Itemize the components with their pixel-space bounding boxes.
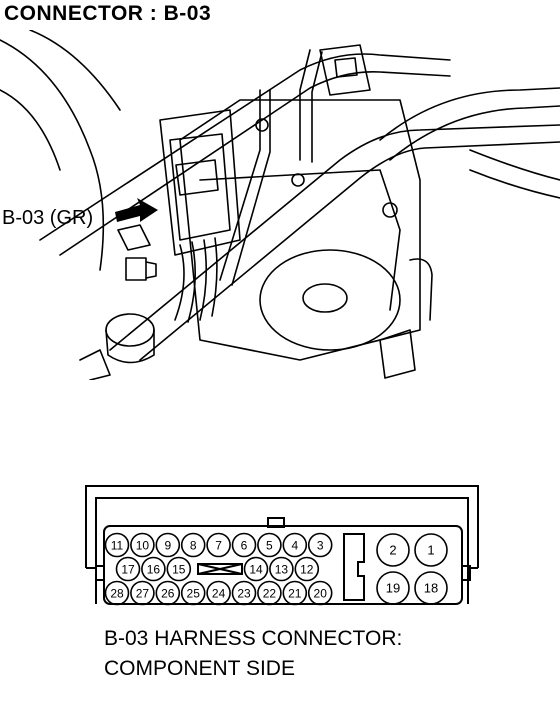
pin-label: 9 xyxy=(164,539,171,553)
pin-label: 3 xyxy=(317,539,324,553)
pin-18: 18 xyxy=(414,571,448,605)
pin-label: 14 xyxy=(249,563,263,577)
pin-4: 4 xyxy=(282,532,308,558)
pin-8: 8 xyxy=(180,532,206,558)
pin-label: 11 xyxy=(111,539,124,553)
pin-label: 21 xyxy=(288,587,302,601)
pin-label: 20 xyxy=(314,587,328,601)
pin-1: 1 xyxy=(414,533,448,567)
pin-label: 24 xyxy=(212,587,226,601)
pin-label: 1 xyxy=(427,543,434,558)
pin-6: 6 xyxy=(231,532,257,558)
pin-label: 12 xyxy=(300,563,314,577)
pin-24: 24 xyxy=(206,580,231,606)
pin-label: 10 xyxy=(136,539,150,553)
pin-13: 13 xyxy=(269,556,294,582)
pin-19: 19 xyxy=(376,571,410,605)
pin-row-1: 11 10 9 8 7 6 5 4 3 xyxy=(104,532,333,558)
pin-label: 15 xyxy=(172,563,186,577)
large-pins: 2 1 19 18 xyxy=(376,533,448,605)
pin-26: 26 xyxy=(155,580,181,606)
pin-7: 7 xyxy=(206,532,231,558)
pin-label: 22 xyxy=(263,587,277,601)
pin-23: 23 xyxy=(231,580,257,606)
pin-27: 27 xyxy=(130,580,155,606)
figure-title: CONNECTOR : B-03 xyxy=(4,2,212,25)
connector-callout-label: B-03 (GR) xyxy=(2,207,94,229)
pin-label: 23 xyxy=(237,587,251,601)
pin-22: 22 xyxy=(257,580,282,606)
pin-row-3: 28 27 26 25 24 23 22 21 20 xyxy=(104,580,333,606)
pin-12: 12 xyxy=(294,556,320,582)
pin-16: 16 xyxy=(141,556,166,582)
pin-11: 11 xyxy=(104,532,130,558)
pin-label: 19 xyxy=(386,581,400,596)
pin-label: 25 xyxy=(187,587,201,601)
pin-20: 20 xyxy=(307,580,333,606)
pin-label: 13 xyxy=(275,563,289,577)
pin-label: 4 xyxy=(291,539,298,553)
pin-14: 14 xyxy=(243,556,269,582)
pin-label: 8 xyxy=(190,539,197,553)
pin-2: 2 xyxy=(376,533,410,567)
pin-17: 17 xyxy=(115,556,141,582)
pin-10: 10 xyxy=(130,532,155,558)
pin-5: 5 xyxy=(257,532,282,558)
pin-label: 5 xyxy=(266,539,273,553)
pin-25: 25 xyxy=(180,580,206,606)
pin-label: 2 xyxy=(389,543,396,558)
pin-label: 17 xyxy=(121,563,135,577)
pin-row-2: 17 16 15 14 13 12 xyxy=(115,556,320,582)
pin-label: 18 xyxy=(424,581,438,596)
pin-21: 21 xyxy=(282,580,308,606)
pin-15: 15 xyxy=(166,556,192,582)
caption-line-1: B-03 HARNESS CONNECTOR: xyxy=(104,627,403,650)
pin-label: 6 xyxy=(241,539,248,553)
pin-label: 28 xyxy=(110,587,124,601)
pin-label: 27 xyxy=(136,587,150,601)
pin-label: 16 xyxy=(147,563,161,577)
pin-3: 3 xyxy=(307,532,333,558)
caption-line-2: COMPONENT SIDE xyxy=(104,657,295,680)
engine-bay-illustration xyxy=(0,30,560,380)
pin-9: 9 xyxy=(155,532,181,558)
pin-label: 26 xyxy=(161,587,175,601)
pin-label: 7 xyxy=(215,539,222,553)
pin-28: 28 xyxy=(104,580,130,606)
connector-caption: B-03 HARNESS CONNECTOR: COMPONENT SIDE xyxy=(104,624,402,684)
